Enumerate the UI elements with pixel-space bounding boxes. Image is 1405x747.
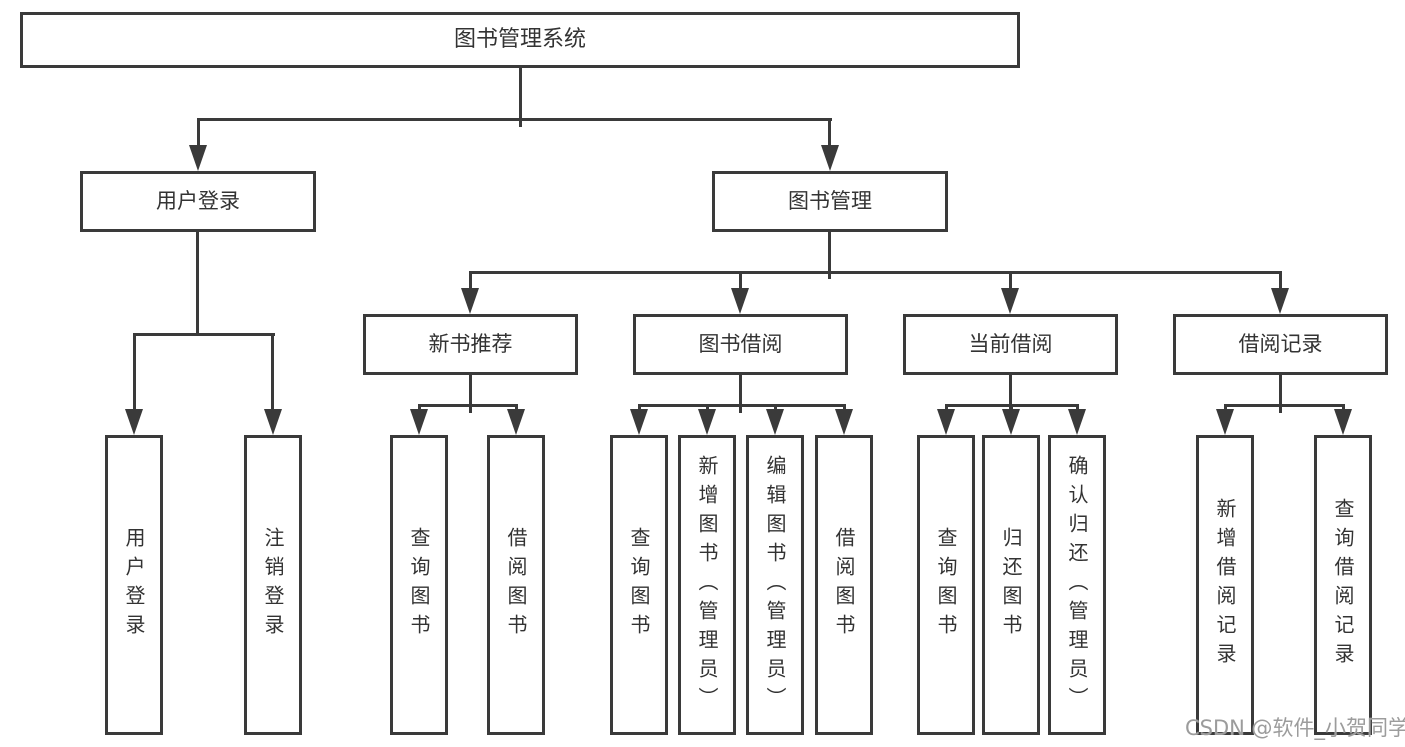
connector-line (1009, 375, 1012, 413)
node-label: 新书推荐 (428, 331, 513, 356)
arrow-down-icon (125, 409, 143, 435)
connector-line (519, 68, 522, 127)
leaf-query-books-current: 查询图书 (917, 435, 975, 735)
arrow-down-icon (835, 409, 853, 435)
leaf-user-login: 用户登录 (105, 435, 163, 735)
connector-line (638, 404, 641, 412)
leaf-label: 编辑图书（管理员） (763, 454, 787, 716)
connector-line (197, 118, 200, 152)
connector-line (774, 404, 777, 412)
arrow-down-icon (698, 409, 716, 435)
node-library-management-system: 图书管理系统 (20, 12, 1020, 68)
leaf-label: 注销登录 (261, 527, 285, 643)
connector-line (945, 404, 948, 412)
node-borrowing-records: 借阅记录 (1173, 314, 1388, 375)
arrow-down-icon (189, 145, 207, 171)
arrow-down-icon (766, 409, 784, 435)
leaf-borrow-books-recommend: 借阅图书 (487, 435, 545, 735)
leaf-return-books: 归还图书 (982, 435, 1040, 735)
connector-line (418, 404, 421, 412)
connector-line (828, 118, 831, 152)
connector-line (706, 404, 709, 412)
connector-line (133, 333, 136, 411)
leaf-borrow-books-borrowing: 借阅图书 (815, 435, 873, 735)
leaf-label: 用户登录 (122, 527, 146, 643)
leaf-label: 查询图书 (934, 527, 958, 643)
leaf-query-books-borrowing: 查询图书 (610, 435, 668, 735)
connector-line (1224, 404, 1227, 412)
leaf-label: 查询借阅记录 (1331, 498, 1355, 672)
node-label: 当前借阅 (968, 331, 1053, 356)
connector-line (828, 232, 831, 279)
node-current-borrowing: 当前借阅 (903, 314, 1118, 375)
leaf-label: 借阅图书 (504, 527, 528, 643)
arrow-down-icon (1002, 409, 1020, 435)
connector-line (469, 271, 472, 293)
leaf-add-borrow-record: 新增借阅记录 (1196, 435, 1254, 735)
connector-line (133, 333, 275, 336)
node-label: 图书借阅 (698, 331, 783, 356)
arrow-down-icon (461, 288, 479, 314)
connector-line (1010, 404, 1013, 412)
node-user-login: 用户登录 (80, 171, 316, 232)
leaf-logout: 注销登录 (244, 435, 302, 735)
connector-line (515, 404, 518, 412)
connector-line (469, 375, 472, 413)
arrow-down-icon (264, 409, 282, 435)
node-label: 用户登录 (156, 188, 240, 213)
leaf-edit-books-admin: 编辑图书（管理员） (746, 435, 804, 735)
connector-line (271, 333, 274, 411)
arrow-down-icon (410, 409, 428, 435)
arrow-down-icon (1001, 288, 1019, 314)
leaf-label: 新增借阅记录 (1213, 498, 1237, 672)
connector-line (418, 404, 518, 407)
connector-line (1279, 271, 1282, 293)
arrow-down-icon (1216, 409, 1234, 435)
arrow-down-icon (507, 409, 525, 435)
arrow-down-icon (1068, 409, 1086, 435)
arrow-down-icon (731, 288, 749, 314)
connector-line (196, 232, 199, 336)
connector-line (1279, 375, 1282, 413)
connector-line (638, 404, 846, 407)
arrow-down-icon (1271, 288, 1289, 314)
connector-line (1009, 271, 1012, 293)
connector-line (843, 404, 846, 412)
arrow-down-icon (937, 409, 955, 435)
arrow-down-icon (1334, 409, 1352, 435)
leaf-query-borrow-record: 查询借阅记录 (1314, 435, 1372, 735)
leaf-add-books-admin: 新增图书（管理员） (678, 435, 736, 735)
connector-line (197, 118, 832, 121)
leaf-label: 查询图书 (407, 527, 431, 643)
node-new-book-recommendation: 新书推荐 (363, 314, 578, 375)
watermark-csdn: CSDN @软件_小贺同学 (1185, 716, 1405, 740)
node-book-borrowing: 图书借阅 (633, 314, 848, 375)
leaf-label: 查询图书 (627, 527, 651, 643)
connector-line (1224, 404, 1345, 407)
leaf-query-books-recommend: 查询图书 (390, 435, 448, 735)
arrow-down-icon (630, 409, 648, 435)
node-book-management: 图书管理 (712, 171, 948, 232)
connector-line (739, 271, 742, 293)
node-label: 借阅记录 (1238, 331, 1323, 356)
leaf-confirm-return-admin: 确认归还（管理员） (1048, 435, 1106, 735)
node-label: 图书管理 (788, 188, 872, 213)
arrow-down-icon (821, 145, 839, 171)
leaf-label: 确认归还（管理员） (1065, 454, 1089, 716)
connector-line (739, 375, 742, 413)
connector-line (1342, 404, 1345, 412)
connector-line (469, 271, 1282, 274)
node-label: 图书管理系统 (453, 26, 586, 52)
connector-line (1076, 404, 1079, 412)
leaf-label: 归还图书 (999, 527, 1023, 643)
leaf-label: 借阅图书 (832, 527, 856, 643)
leaf-label: 新增图书（管理员） (695, 454, 719, 716)
